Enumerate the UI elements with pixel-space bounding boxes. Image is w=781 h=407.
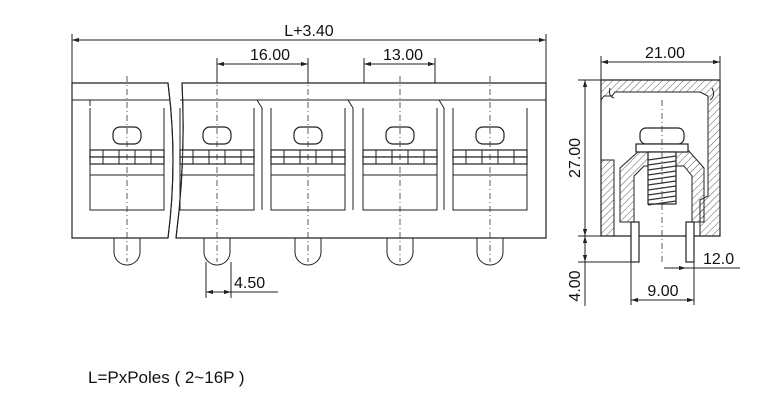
pole-clamp-ribs (283, 150, 333, 164)
dim-side-width: 21.00 (645, 45, 685, 62)
dim-side-height: 27.00 (567, 138, 584, 178)
pole-clamp-ribs (102, 150, 152, 164)
front-view (71, 76, 547, 266)
dim-pin-length: 4.00 (567, 270, 584, 301)
pole-clamp-ribs (192, 150, 242, 164)
dim-pin-offset: 4.50 (234, 275, 265, 292)
thread-line (647, 195, 677, 201)
pole-pin (203, 238, 231, 266)
thread-line (647, 200, 677, 206)
thread-line (647, 160, 677, 166)
dim-overall-length: L+3.40 (284, 23, 333, 40)
pole-module (270, 76, 346, 266)
front-dimensions: L+3.40 16.00 13.00 4.50 (71, 23, 547, 298)
dim-pitch-b: 13.00 (383, 47, 423, 64)
side-housing-wall (600, 79, 721, 237)
pole-pin (113, 238, 141, 266)
side-pin-left (630, 221, 640, 263)
side-pin-right (685, 221, 695, 263)
pole-pin (476, 238, 504, 266)
pole-module (362, 76, 438, 266)
pole-clamp-ribs (375, 150, 425, 164)
side-dimensions: 21.00 27.00 4.00 9.00 12.0 (567, 45, 740, 306)
side-left-wall (600, 159, 615, 237)
pole-module (452, 76, 528, 266)
dim-pin-width: 12.0 (703, 251, 734, 268)
pole-module (179, 76, 255, 266)
thread-line (647, 170, 677, 176)
dim-pitch-a: 16.00 (250, 47, 290, 64)
pole-clamp-ribs (465, 150, 515, 164)
side-view (600, 79, 721, 263)
poles-note: L=PxPoles ( 2~16P ) (88, 368, 245, 387)
pole-modules (89, 76, 528, 266)
pole-module (89, 76, 165, 266)
pole-pin (386, 238, 414, 266)
pole-pin (294, 238, 322, 266)
dim-pin-pitch: 9.00 (647, 283, 678, 300)
